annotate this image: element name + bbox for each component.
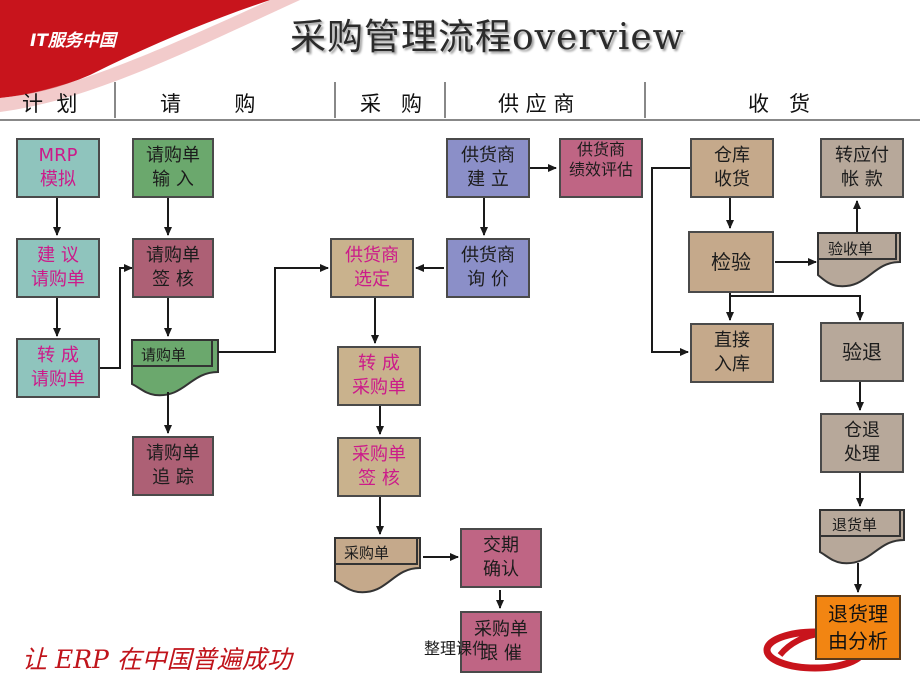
doc-requisition: 请购单 — [141, 346, 187, 364]
node-delivery-confirm: 交期 确认 — [460, 528, 542, 588]
node-supplier-evaluation: 供货商 绩效评估 — [559, 138, 643, 198]
node-requisition-approve: 请购单 签 核 — [132, 238, 214, 298]
node-requisition-input: 请购单 输 入 — [132, 138, 214, 198]
brand-logo: IT服务中国 — [30, 31, 116, 51]
phase-receiving: 收 货 — [748, 92, 811, 116]
node-supplier-select: 供货商 选定 — [330, 238, 414, 298]
doc-receipt: 验收单 — [828, 240, 874, 258]
node-return-processing: 仓退 处理 — [820, 413, 904, 473]
req-doc-shape — [131, 339, 219, 397]
doc-purchase-order: 采购单 — [344, 544, 390, 562]
node-convert-requisition: 转 成 请购单 — [16, 338, 100, 398]
phase-purchase: 采 购 — [360, 92, 423, 116]
phase-plan: 计 划 — [22, 92, 78, 116]
po-doc-shape — [334, 537, 421, 594]
node-inspection: 检验 — [688, 231, 774, 293]
node-po-followup: 采购单 跟 催 — [460, 611, 542, 673]
node-po-approve: 采购单 签 核 — [337, 437, 421, 497]
brand-swoosh — [0, 0, 270, 98]
page-title: 采购管理流程overview — [290, 17, 685, 58]
node-supplier-inquiry: 供货商 询 价 — [446, 238, 530, 298]
node-supplier-setup: 供货商 建 立 — [446, 138, 530, 198]
node-requisition-track: 请购单 追 踪 — [132, 436, 214, 496]
receipt-doc-shape — [817, 232, 901, 288]
node-warehouse-receive: 仓库 收货 — [690, 138, 774, 198]
node-inspection-return: 验退 — [820, 322, 904, 382]
node-return-analysis: 退货理 由分析 — [815, 595, 901, 660]
footer-slogan: 让 ERP 在中国普遍成功 — [22, 645, 292, 674]
node-convert-po: 转 成 采购单 — [337, 346, 421, 406]
node-direct-stock-in: 直接 入库 — [690, 323, 774, 383]
node-ap-transfer: 转应付 帐 款 — [820, 138, 904, 198]
doc-return: 退货单 — [832, 516, 878, 534]
node-suggest-requisition: 建 议 请购单 — [16, 238, 100, 298]
phase-supplier: 供 应 商 — [498, 92, 575, 116]
return-doc-shape — [819, 509, 905, 565]
node-mrp-simulation: MRP 模拟 — [16, 138, 100, 198]
footer-note: 整理课件 — [424, 639, 489, 658]
phase-requisition: 请 购 — [160, 92, 256, 116]
